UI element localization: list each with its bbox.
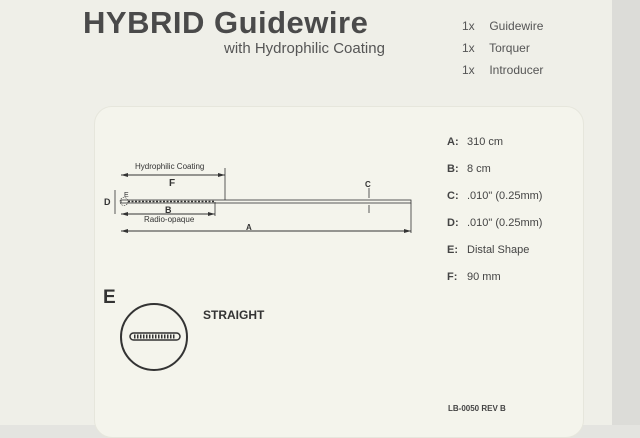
letter-e: E — [124, 192, 129, 199]
spec-e: E: Distal Shape — [447, 244, 542, 271]
spec-value: Distal Shape — [467, 244, 530, 256]
label-edge — [612, 0, 640, 425]
qty: 1x — [462, 19, 475, 33]
spec-d: D: .010" (0.25mm) — [447, 217, 542, 244]
product-subtitle: with Hydrophilic Coating — [224, 40, 385, 57]
item: Introducer — [489, 63, 544, 77]
guidewire-diagram: Hydrophilic Coating F D E C B Radio-opaq… — [104, 162, 412, 233]
spec-a: A: 310 cm — [447, 136, 542, 163]
letter-d: D — [104, 197, 111, 207]
contents-item: 1x Torquer — [462, 37, 543, 59]
contents-item: 1x Introducer — [462, 59, 543, 81]
spec-panel — [94, 106, 584, 438]
spec-value: 310 cm — [467, 136, 504, 148]
spec-key: C: — [447, 190, 459, 202]
spec-key: F: — [447, 271, 458, 283]
letter-a: A — [246, 223, 252, 232]
package-contents: 1x Guidewire 1x Torquer 1x Introducer — [462, 15, 543, 81]
spec-key: B: — [447, 163, 459, 175]
letter-b: B — [165, 205, 172, 215]
letter-c: C — [365, 180, 371, 189]
letter-f: F — [169, 178, 175, 189]
spec-key: E: — [447, 244, 458, 256]
spec-value: 90 mm — [467, 271, 501, 283]
coating-label: Hydrophilic Coating — [135, 162, 204, 171]
spec-value: 8 cm — [467, 163, 491, 175]
spec-value: .010" (0.25mm) — [467, 190, 543, 202]
product-title: HYBRID Guidewire — [83, 5, 369, 40]
spec-b: B: 8 cm — [447, 163, 542, 190]
spec-c: C: .010" (0.25mm) — [447, 190, 542, 217]
spec-key: D: — [447, 217, 459, 229]
item: Torquer — [489, 41, 530, 55]
distal-shape-letter: E — [103, 287, 116, 308]
spec-key: A: — [447, 136, 459, 148]
qty: 1x — [462, 63, 475, 77]
revision-code: LB-0050 REV B — [448, 404, 506, 413]
spec-f: F: 90 mm — [447, 271, 542, 298]
item: Guidewire — [489, 19, 544, 33]
qty: 1x — [462, 41, 475, 55]
straight-tip-icon — [120, 303, 188, 371]
spec-value: .010" (0.25mm) — [467, 217, 543, 229]
radio-label: Radio-opaque — [144, 215, 195, 224]
contents-item: 1x Guidewire — [462, 15, 543, 37]
distal-shape-name: STRAIGHT — [203, 308, 265, 322]
specification-list: A: 310 cm B: 8 cm C: .010" (0.25mm) D: .010"… — [447, 136, 542, 298]
